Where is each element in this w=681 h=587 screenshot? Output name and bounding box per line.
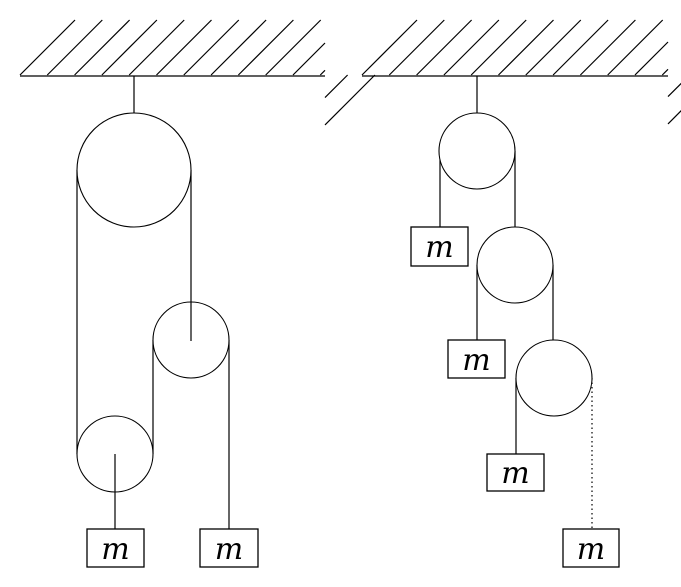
hatch-line [607,19,664,76]
mass-block: m [562,528,620,568]
mass-block: m [447,339,506,379]
hatch-line [361,19,418,76]
hatch-line [661,68,669,76]
ceiling-hatching [361,19,681,125]
mass-label: m [577,532,605,567]
hatch-line [443,19,500,76]
hatch-line [324,74,376,126]
fixed-pulley [76,112,192,228]
pulley-1 [438,112,516,190]
right-ceiling [361,19,681,125]
hatch-line [183,19,240,76]
hatch-line [46,19,103,76]
hatch-line [237,19,294,76]
hatch-line [74,19,131,76]
hatch-line [292,42,326,76]
pulley-3 [515,339,593,417]
hatch-line [128,19,185,76]
hatch-line [667,110,681,125]
left-ceiling [19,19,376,126]
hatch-line [525,19,582,76]
hatch-line [416,19,473,76]
hatch-line [667,82,681,98]
mass-block: m [486,453,545,492]
hatch-line [210,19,267,76]
hatch-line [156,19,212,76]
mass-block: m [199,528,259,568]
hatch-line [101,19,158,76]
hatch-line [498,19,554,76]
mass-label: m [501,456,529,491]
ceiling-hatching [19,19,376,126]
hatch-line [470,19,527,76]
mass-label: m [215,532,243,567]
mass-block: m [410,226,469,267]
hatch-line [579,19,636,76]
mass-label: m [462,343,490,378]
mass-block: m [86,528,145,568]
right-pulley-system: m m m m [410,76,620,568]
hatch-line [324,74,349,99]
mass-label: m [101,532,129,567]
left-pulley-system: m m [76,76,259,568]
hatch-line [634,41,669,76]
hatch-line [265,19,322,76]
pulley-2 [476,226,554,304]
hatch-line [552,19,609,76]
mass-label: m [425,230,453,265]
hatch-line [319,69,326,76]
hatch-line [19,19,76,76]
hatch-line [388,19,445,76]
